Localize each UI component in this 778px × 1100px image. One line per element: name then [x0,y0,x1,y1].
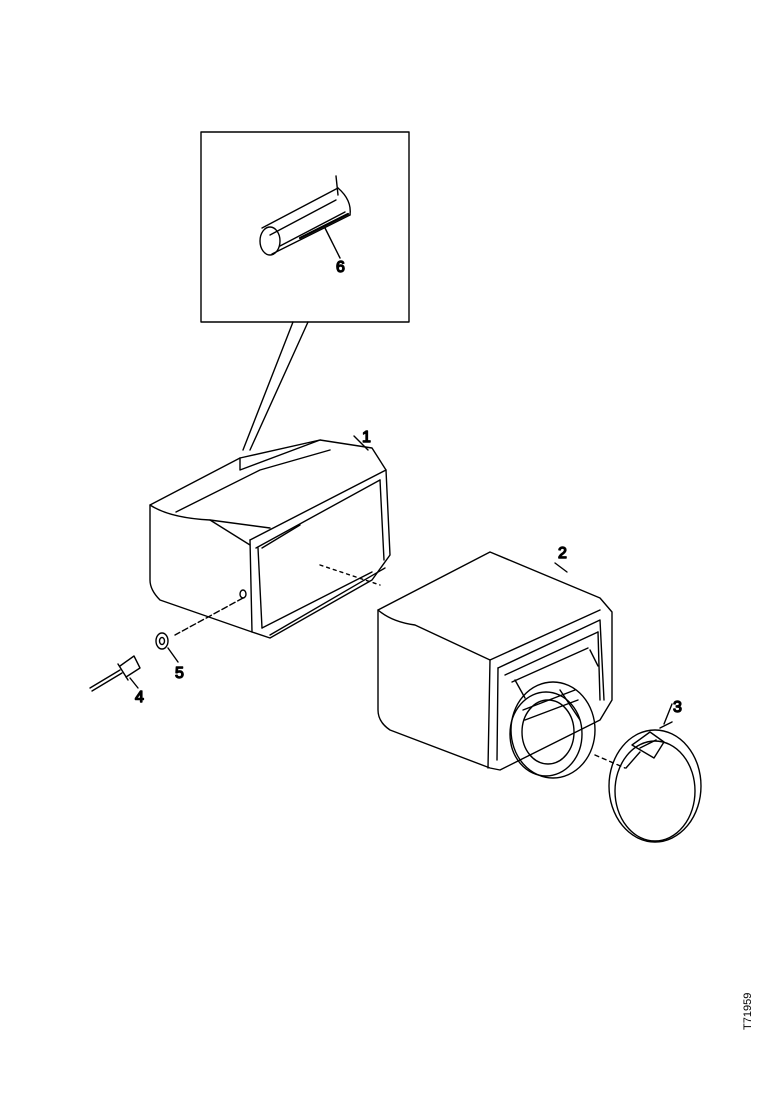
seal-strip-detail [259,175,351,259]
callout-1: 1 [362,429,371,446]
fastener-assembly [89,597,244,692]
callout-3: 3 [673,699,682,716]
leader-4 [129,677,139,689]
leader-6 [324,227,341,259]
callout-4: 4 [135,689,144,706]
callout-2: 2 [558,545,567,562]
part-4-rivet [89,655,141,692]
leader-1 [353,435,369,451]
leader-2 [554,562,568,573]
part-2-filter [377,551,613,779]
leader-6-upper [335,175,339,196]
detail-inset [200,131,410,451]
part-5-washer [155,632,179,663]
part-1-cover [149,435,391,639]
outlet-collar [509,649,599,779]
part-3-clamp [594,703,702,843]
inset-frame [200,131,410,323]
leader-5 [167,647,179,663]
inset-pointer-left [242,321,294,451]
callout-5: 5 [175,665,184,682]
inset-pointer-right [249,321,309,451]
drawing-number: T71959 [742,992,754,1030]
leader-3 [663,703,673,725]
callout-6: 6 [336,259,345,276]
